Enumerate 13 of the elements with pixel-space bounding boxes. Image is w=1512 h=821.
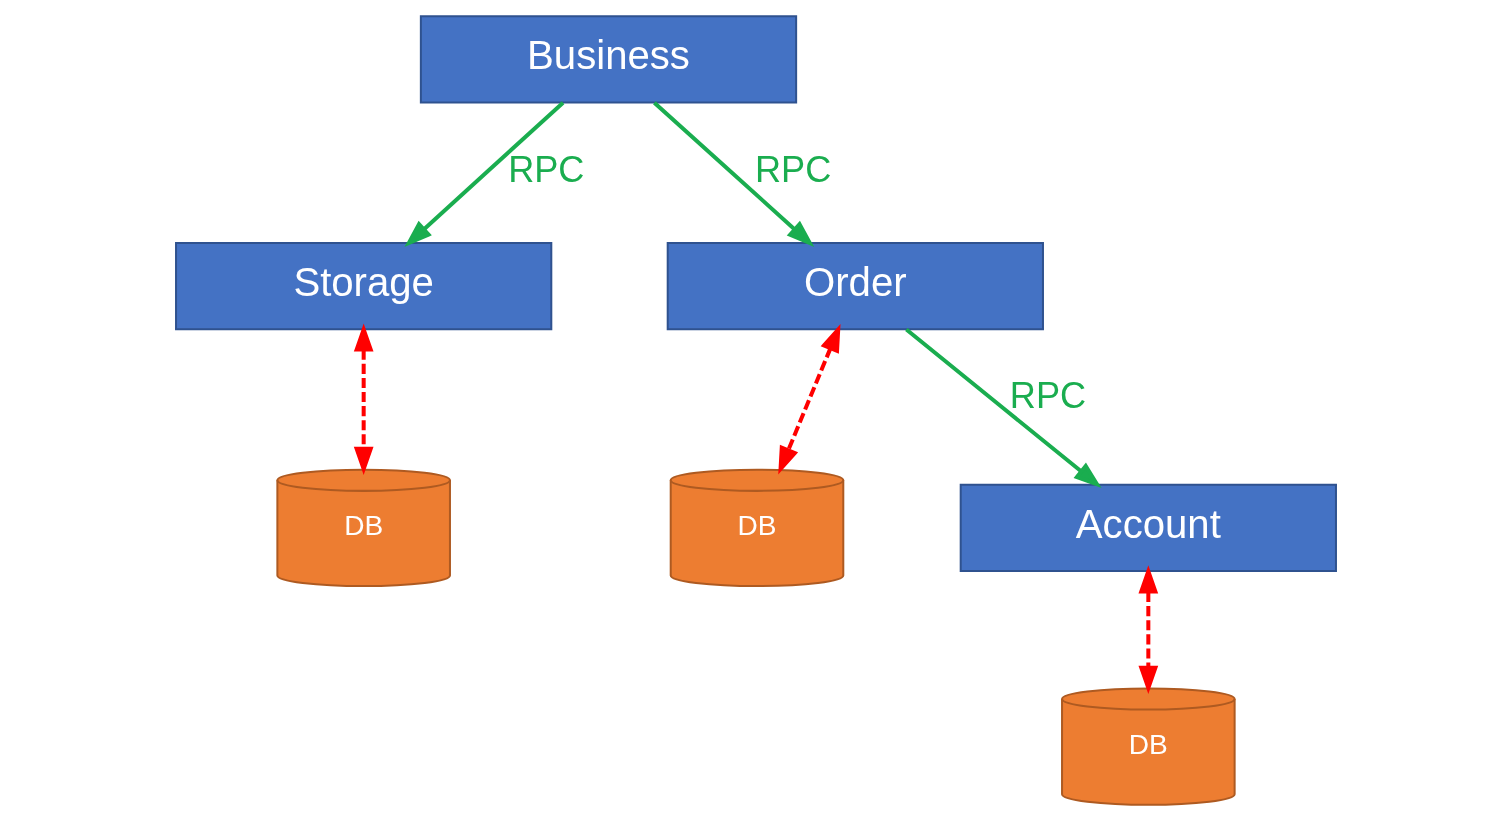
edge-label: RPC [1009,375,1087,417]
arrow [653,101,815,247]
edge-label: RPC [508,148,585,190]
node-box: Order [666,241,1044,331]
arrow [905,327,1102,488]
arrow [404,101,565,247]
arrow [353,323,374,475]
node-box: Business [419,15,798,104]
edge-label: RPC [755,148,832,190]
node-box: Account [959,483,1337,573]
arrow [1138,565,1159,694]
node-box: Storage [175,241,553,331]
arrow [778,323,841,475]
